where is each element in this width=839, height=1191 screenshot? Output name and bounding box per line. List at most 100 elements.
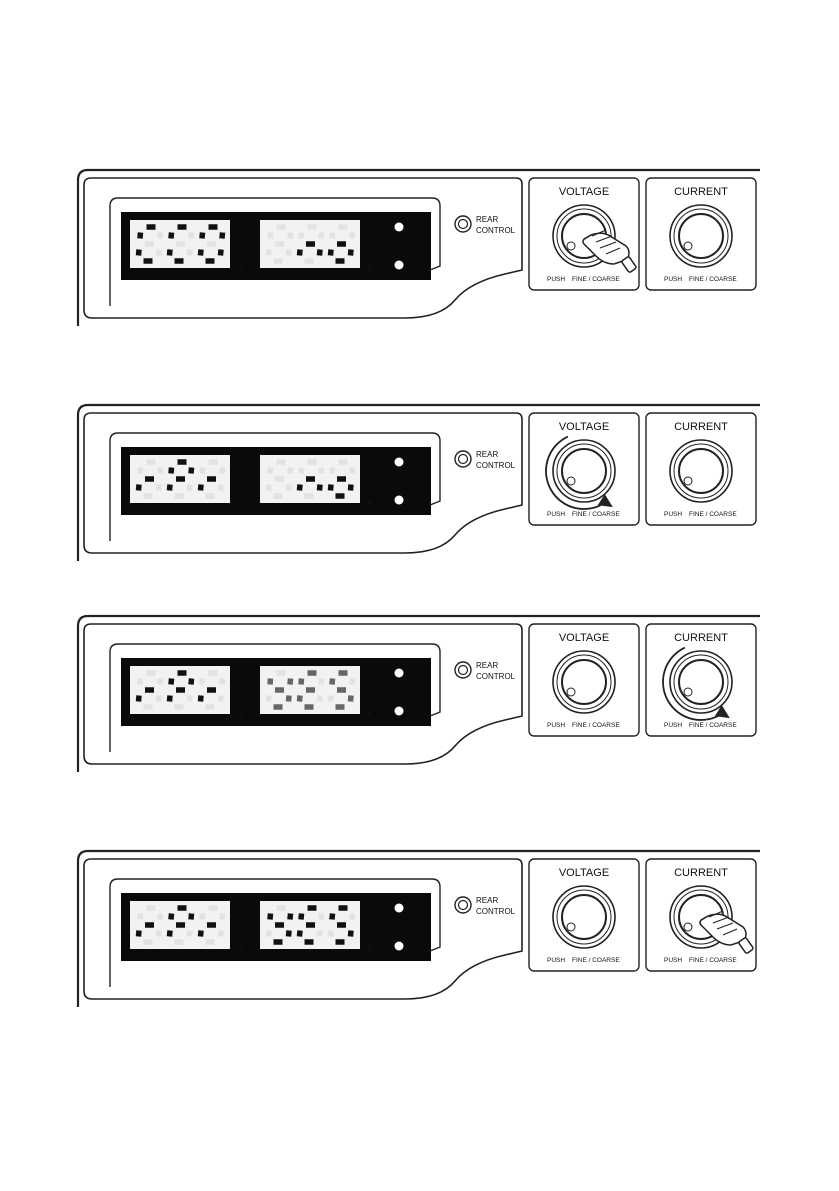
current-fine-coarse-label: FINE / COARSE [689,957,737,964]
segment-f [267,913,274,920]
segment-b [318,913,325,920]
voltage-push-label: PUSH [547,957,565,964]
segment-b [318,232,325,239]
current-fine-coarse-label: FINE / COARSE [689,511,737,518]
voltage-readout [130,220,230,268]
segment-b [157,913,164,920]
voltage-readout [130,901,230,949]
segment-f [329,678,336,685]
display-bezel [109,643,441,752]
current-title: CURRENT [674,867,728,879]
segment-f [267,232,274,239]
segment-e [166,930,173,937]
segment-c [186,249,193,256]
current-fine-coarse-label: FINE / COARSE [689,276,737,283]
current-knob[interactable] [669,650,733,714]
knob-mid-ring [673,654,729,710]
voltage-push-label: PUSH [547,276,565,283]
rear-control-led [457,218,469,230]
voltage-fine-coarse-label: FINE / COARSE [572,722,620,729]
current-knob[interactable] [669,439,733,503]
knob-indicator-dot [683,476,693,486]
knob-indicator-dot [566,241,576,251]
segment-f [298,913,305,920]
segment-e [197,249,204,256]
voltage-readout [130,455,230,503]
segment-e [265,930,272,937]
display-bezel [109,197,441,306]
segment-c [217,930,224,937]
voltage-push-label: PUSH [547,511,565,518]
display-bezel [109,432,441,541]
segment-c [155,484,162,491]
segment-f [137,678,144,685]
hand-fingers [591,229,621,255]
voltage-fine-coarse-label: FINE / COARSE [572,511,620,518]
segment-e [166,249,173,256]
segment-c [347,249,354,256]
segment-f [199,232,206,239]
cc-led [394,495,404,505]
rear-control-label-1: REAR [476,896,498,905]
rotate-arrow-icon [545,435,613,510]
unit-v-label: V [238,709,244,719]
display-bezel [109,878,441,987]
segment-e [166,695,173,702]
segment-e [265,484,272,491]
cc-label: C.C. [408,706,425,716]
segment-e [265,695,272,702]
knob-mid-ring [556,443,612,499]
segment-f [199,467,206,474]
segment-b [157,232,164,239]
current-title: CURRENT [674,632,728,644]
segment-b [287,913,294,920]
cv-label: C.V. [408,903,424,913]
current-readout [260,220,360,268]
segment-e [197,930,204,937]
current-title: CURRENT [674,186,728,198]
current-knob[interactable] [669,204,733,268]
segment-f [137,232,144,239]
unit-v-label: V [238,263,244,273]
cc-led [394,706,404,716]
current-push-label: PUSH [664,957,682,964]
voltage-knob[interactable] [552,885,616,949]
segment-b [318,467,325,474]
segment-c [285,695,292,702]
segment-e [296,249,303,256]
segment-f [329,913,336,920]
segment-e [296,930,303,937]
segment-f [329,232,336,239]
current-push-label: PUSH [664,276,682,283]
cc-led [394,260,404,270]
hand-cuff [738,937,754,954]
segment-c [285,249,292,256]
segment-c [316,249,323,256]
current-readout [260,901,360,949]
segment-c [217,484,224,491]
segment-b [349,467,356,474]
rear-control-label-2: CONTROL [476,461,516,470]
voltage-knob[interactable] [552,650,616,714]
segment-e [327,695,334,702]
knob-inner-ring [678,448,724,494]
cv-led [394,668,404,678]
current-fine-coarse-label: FINE / COARSE [689,722,737,729]
segment-c [316,930,323,937]
segment-e [296,484,303,491]
segment-f [298,467,305,474]
cc-label: C.C. [408,495,425,505]
segment-c [217,249,224,256]
rotate-arrow-head [597,494,613,508]
housing-outline [76,849,760,1007]
segment-e [327,930,334,937]
segment-c [347,695,354,702]
segment-b [219,232,226,239]
segment-b [157,678,164,685]
voltage-title: VOLTAGE [559,867,609,879]
hand-palm [582,232,630,265]
voltage-push-label: PUSH [547,722,565,729]
segment-e [296,695,303,702]
voltage-knob[interactable] [552,439,616,503]
